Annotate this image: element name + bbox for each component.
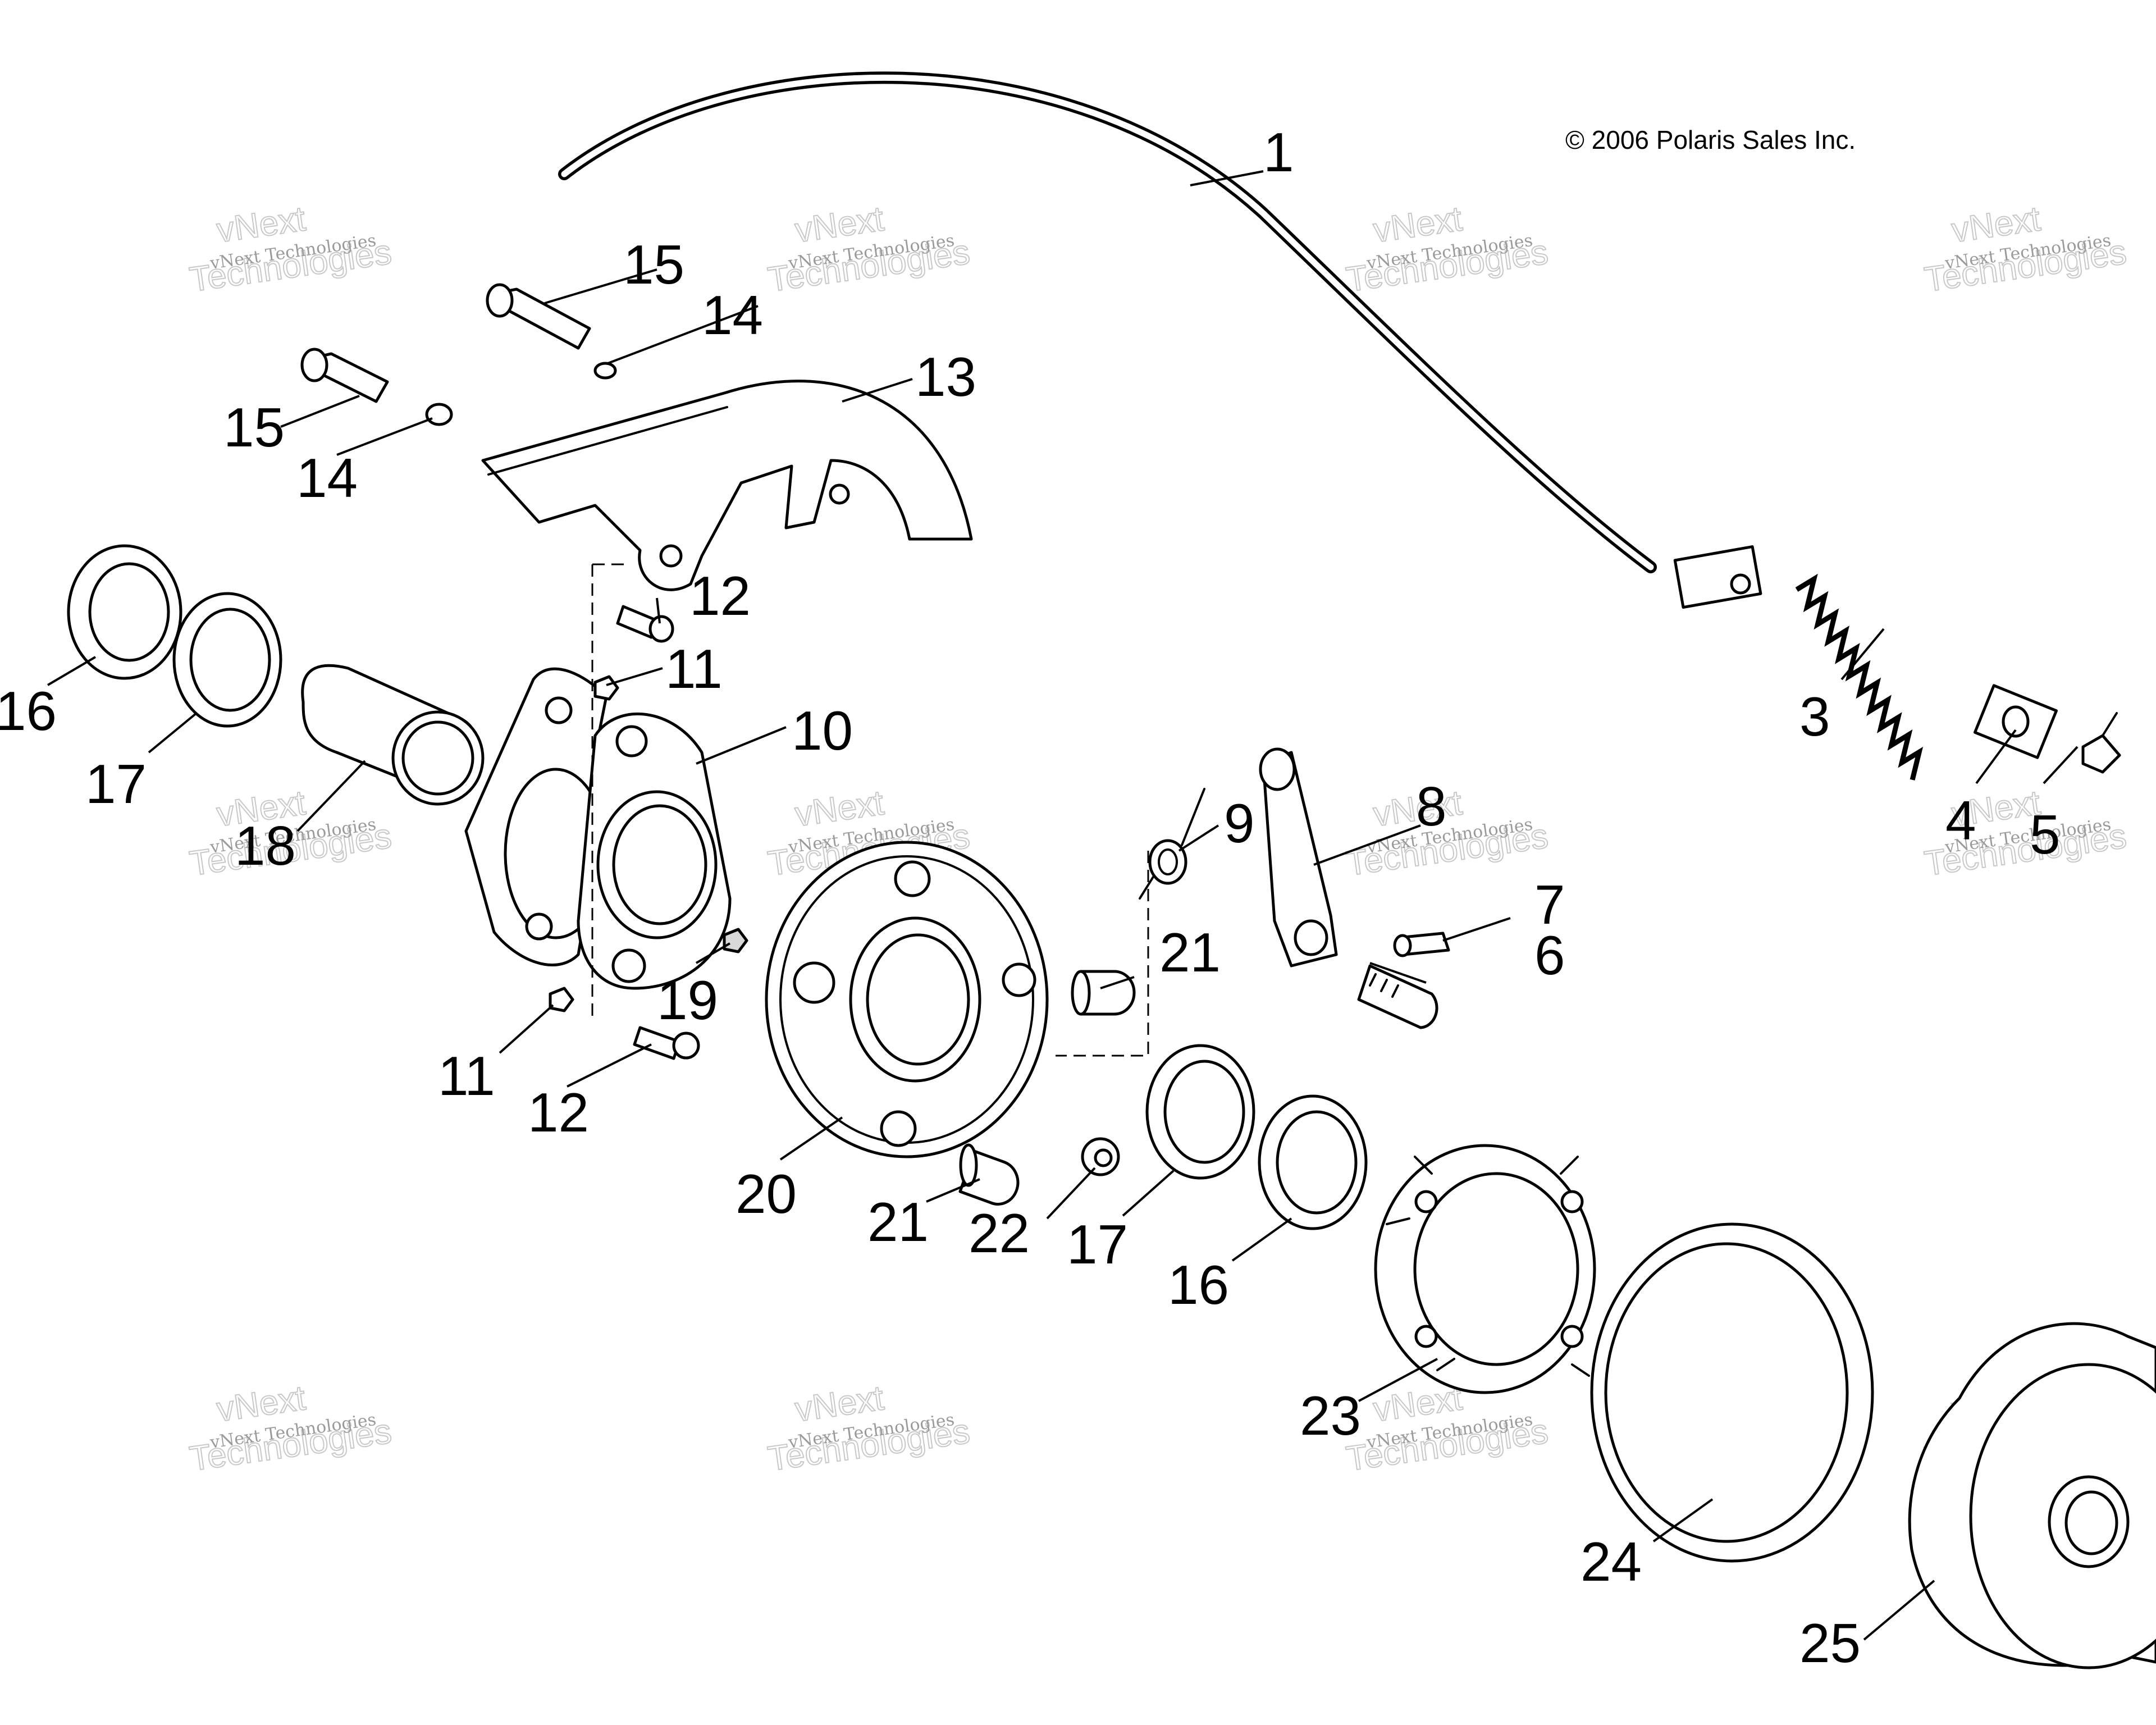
callout-labels: 1 3 4 5 6 7 8 9 10 11 11 12 12 13 14 14 …: [0, 121, 2061, 1674]
washer-lower: [425, 403, 453, 426]
drum-ring: [1590, 1222, 1874, 1563]
pin-21-lower: [958, 1143, 1020, 1206]
callout-1: 1: [1263, 121, 1294, 183]
drum-cover: [1908, 1322, 2156, 1669]
watermark: vNext Technologies vNext Technologies: [765, 1378, 972, 1479]
callout-21-upper: 21: [1159, 921, 1221, 983]
seal-16-left: [67, 544, 182, 680]
callout-15-upper: 15: [623, 234, 684, 295]
pin-7: [1393, 932, 1450, 957]
callout-16-left: 16: [0, 680, 57, 742]
callout-14-upper: 14: [702, 284, 763, 346]
callout-20: 20: [736, 1163, 797, 1225]
return-spring-9: [1139, 788, 1205, 900]
callout-23: 23: [1300, 1385, 1361, 1446]
bolt-12-upper: [616, 605, 674, 643]
bearing-housing: [577, 712, 732, 990]
callout-14-lower: 14: [296, 447, 358, 509]
callout-10: 10: [792, 700, 853, 761]
leader-lines: [47, 170, 2079, 1641]
bolt-upper: [486, 283, 591, 350]
brake-shoes: [1374, 1144, 1596, 1394]
callout-7: 7: [1534, 874, 1565, 935]
callout-18: 18: [235, 815, 296, 877]
watermark: vNext Technologies vNext Technologies: [186, 1378, 394, 1479]
callout-9: 9: [1224, 792, 1255, 854]
nut-11-upper: [593, 675, 619, 701]
washer-upper: [593, 362, 617, 380]
seal-16-right: [1258, 1094, 1368, 1230]
nut-11-lower: [549, 987, 574, 1012]
callout-5: 5: [2030, 804, 2061, 865]
callout-22: 22: [969, 1202, 1030, 1264]
seal-17-right: [1145, 1044, 1255, 1180]
wing-nut: [2081, 712, 2121, 774]
bushing-22: [1081, 1137, 1120, 1176]
callout-12-upper: 12: [689, 565, 751, 627]
callout-21-lower: 21: [867, 1191, 929, 1253]
seal-17-left: [172, 592, 282, 728]
nut-19: [723, 928, 748, 953]
callout-15-lower: 15: [223, 396, 285, 458]
bolt-lower: [300, 348, 389, 403]
callout-3: 3: [1799, 686, 1830, 747]
callout-12-lower: 12: [528, 1081, 589, 1143]
copyright-text: © 2006 Polaris Sales Inc.: [1565, 125, 1856, 154]
assembly-line: [1056, 851, 1149, 1057]
watermark: vNext Technologies vNext Technologies: [1343, 199, 1551, 300]
pin-21-upper: [1071, 970, 1136, 1016]
callout-17-left: 17: [85, 753, 147, 815]
spacer-tube: [301, 664, 485, 806]
watermark: vNext Technologies vNext Technologies: [765, 199, 972, 300]
backing-plate: [765, 841, 1049, 1158]
callout-8: 8: [1416, 775, 1447, 837]
watermark: vNext Technologies vNext Technologies: [1921, 199, 2129, 300]
bolt-6: [1357, 964, 1438, 1029]
callout-6: 6: [1534, 924, 1565, 986]
callout-19: 19: [657, 969, 718, 1031]
spring: [1795, 573, 1924, 781]
chain-guard: [481, 380, 973, 591]
callout-13: 13: [915, 346, 976, 408]
brake-cable: [558, 71, 1762, 609]
callout-4: 4: [1945, 790, 1976, 851]
callout-11-upper: 11: [665, 638, 723, 700]
callout-16-right: 16: [1168, 1254, 1229, 1316]
callout-11-lower: 11: [438, 1045, 495, 1107]
brake-lever: [1259, 747, 1338, 968]
callout-24: 24: [1581, 1531, 1642, 1592]
adjuster-block: [1974, 684, 2058, 759]
watermark: vNext Technologies vNext Technologies: [186, 199, 394, 300]
callout-25: 25: [1799, 1612, 1861, 1674]
bolt-12-lower: [633, 1026, 700, 1060]
callout-17-right: 17: [1067, 1213, 1128, 1275]
